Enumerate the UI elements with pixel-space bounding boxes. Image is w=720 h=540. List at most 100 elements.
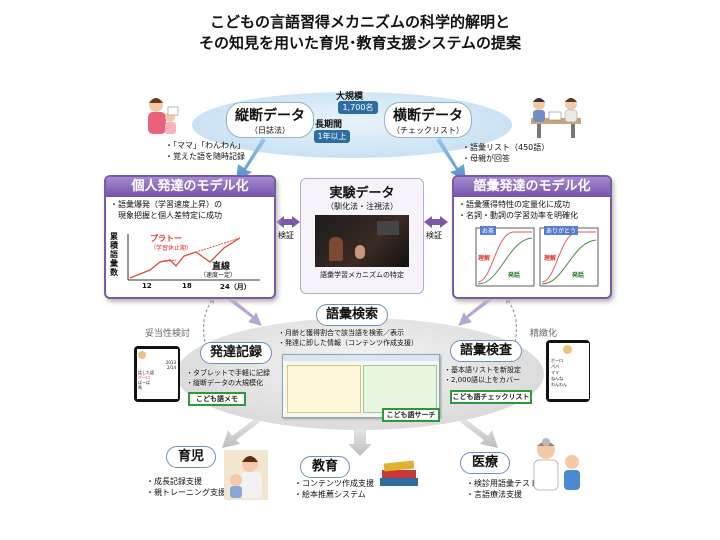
books-illustration <box>380 460 418 486</box>
childcare-tag: 育児 <box>166 446 216 468</box>
experiment-photo <box>315 215 409 267</box>
record-notes: ・タブレットで手軽に記録 ・縦断データの大規模化 <box>186 368 270 388</box>
medical-notes: ・検診用語彙テスト ・言語療法支援 <box>466 478 538 500</box>
left-note-1: ・「ママ」「わんわん」 <box>165 141 245 150</box>
panel-left-note-2: 現象把握と個人差特定に成功 <box>110 211 222 220</box>
kodomo-search-label: こども語サーチ <box>382 408 440 422</box>
tablet-left: 2013 2/14 話した語 ボーロ ばーば 馬 <box>134 346 180 402</box>
parents-checklist-illustration <box>531 98 581 138</box>
childcare-notes: ・成長記録支援 ・親トレーニング支援 <box>146 476 226 498</box>
tablet-right-l2: パパ <box>551 364 559 369</box>
right-note-2: ・母親が回答 <box>462 154 510 163</box>
arrow-to-left-panel <box>236 138 266 182</box>
longterm-value: 1年以上 <box>314 130 350 143</box>
validity-label: 妥当性検討 <box>145 329 191 339</box>
linear-label: 直線 <box>212 262 231 272</box>
arrow-right-down <box>458 298 492 326</box>
curve-ocha-comp <box>477 231 532 283</box>
xtick-18: 18 <box>182 282 192 290</box>
panel-experiment: 実験データ （馴化法・注視法） 語彙学習メカニズムの特定 <box>300 178 424 294</box>
record-note-1: ・タブレットで手軽に記録 <box>186 369 270 377</box>
tablet-right-l5: わんわん <box>551 382 567 387</box>
refine-label: 精緻化 <box>530 329 558 339</box>
verify-right-arrow <box>424 216 448 228</box>
individual-curve <box>129 237 241 279</box>
arrow-to-right-panel <box>436 138 466 182</box>
vocab-test-tag: 語彙検査 <box>450 340 522 362</box>
chart2-comp: 理解 <box>544 255 557 262</box>
medical-note-2: ・言語療法支援 <box>466 490 522 499</box>
medical-note-1: ・検診用語彙テスト <box>466 479 538 488</box>
panel-left-title: 個人発達のモデル化 <box>106 177 274 197</box>
plateau-sub: （学習休止期） <box>150 245 193 252</box>
chart2-prod: 発話 <box>572 272 585 279</box>
panel-left-ylabel: 累積語彙数 <box>110 232 118 277</box>
longitudinal-sub: （日誌法） <box>250 126 290 135</box>
tablet-left-screen: 2013 2/14 話した語 ボーロ ばーば 馬 <box>137 349 178 399</box>
plateau-label: プラトー <box>150 234 182 243</box>
panel-right-notes: ・語彙獲得特性の定量化に成功 ・名詞・動詞の学習効率を明確化 <box>454 197 610 223</box>
chart1-prod: 発話 <box>508 272 521 279</box>
education-note-1: ・コンテンツ作成支援 <box>294 479 374 488</box>
check-note-2: ・2,000語以上をカバー <box>444 376 521 384</box>
search-note-1: ・月齢と獲得割合で該当語を検索／表示 <box>278 329 404 337</box>
search-app-screenshot <box>282 354 440 418</box>
arrow-to-medical <box>460 418 498 448</box>
vocab-search-tag: 語彙検索 <box>316 304 388 326</box>
panel-center-caption: 語彙学習メカニズムの特定 <box>320 271 404 279</box>
panel-right-note-2: ・名詞・動詞の学習効率を明確化 <box>458 211 578 220</box>
right-notes: ・語彙リスト（450語） ・母親が回答 <box>462 142 549 164</box>
tablet-right-l3: ママ <box>551 370 559 375</box>
chart2-label: ありがとう <box>544 226 579 235</box>
chart1-label: お茶 <box>480 226 497 235</box>
right-note-1: ・語彙リスト（450語） <box>462 143 550 152</box>
title-line-2: その知見を用いた育児･教育支援システムの提案 <box>198 34 522 52</box>
tablet-left-l4: ボーロ <box>138 375 150 380</box>
panel-center-title: 実験データ <box>329 186 395 201</box>
cross-sectional-title: 横断データ <box>393 108 463 124</box>
individual-growth-chart <box>127 234 260 281</box>
scale-label: 大規模 <box>336 92 364 102</box>
verify-left-arrow <box>276 216 300 228</box>
tablet-right-screen: ボーロ パパ ママ ねんね わんわん <box>549 343 589 399</box>
vocabulary-curves-chart <box>475 227 599 287</box>
mother-baby-illustration <box>148 98 179 134</box>
tablet-right-l1: ボーロ <box>551 358 563 363</box>
scale-value: 1,700名 <box>338 101 378 114</box>
tablet-right-l4: ねんね <box>551 376 563 381</box>
xtick-24: 24（月） <box>220 283 251 291</box>
check-note-1: ・基本語リストを新設定 <box>444 366 521 374</box>
panel-left-note-1: ・語彙爆発（学習速度上昇）の <box>110 200 222 209</box>
panel-left-notes: ・語彙爆発（学習速度上昇）の 現象把握と個人差特定に成功 <box>106 197 274 223</box>
verify-left-label: 検証 <box>278 231 294 240</box>
cross-sectional-data-box: 横断データ （チェックリスト） <box>384 102 472 138</box>
mother-child-illustration <box>224 450 268 500</box>
chart1-comp: 理解 <box>478 255 491 262</box>
childcare-note-2: ・親トレーニング支援 <box>146 488 226 497</box>
tablet-left-l5: ばーば <box>138 380 150 385</box>
kodomo-memo-label: こども語メモ <box>188 392 246 406</box>
tablet-left-l1: 2013 <box>165 360 176 365</box>
tablet-left-l3: 話した語 <box>138 370 154 375</box>
curve-arigato-prod <box>541 239 597 285</box>
childcare-note-1: ・成長記録支援 <box>146 477 202 486</box>
tablet-right: ボーロ パパ ママ ねんね わんわん <box>546 340 590 402</box>
tablet-left-l2: 2/14 <box>167 365 176 370</box>
arrow-left-down <box>228 298 262 326</box>
panel-right-title: 語彙発達のモデル化 <box>454 177 610 197</box>
dev-record-tag: 発達記録 <box>200 342 272 364</box>
record-note-2: ・縦断データの大規模化 <box>186 379 263 387</box>
title-line-1: こどもの言語習得メカニズムの科学的解明と <box>209 13 510 31</box>
check-notes: ・基本語リストを新設定 ・2,000語以上をカバー <box>444 365 521 385</box>
verify-right-label: 検証 <box>426 231 442 240</box>
education-note-2: ・絵本推薦システム <box>294 490 366 499</box>
arrow-to-childcare <box>222 418 260 448</box>
search-note-2: ・発達に即した情報（コンテンツ作成支援） <box>278 339 418 347</box>
xtick-12: 12 <box>142 282 152 290</box>
longitudinal-title: 縦断データ <box>235 108 305 124</box>
search-notes: ・月齢と獲得割合で該当語を検索／表示 ・発達に即した情報（コンテンツ作成支援） <box>278 328 418 348</box>
longterm-label: 長期間 <box>315 120 343 130</box>
panel-individual-model: 個人発達のモデル化 ・語彙爆発（学習速度上昇）の 現象把握と個人差特定に成功 <box>104 175 276 299</box>
education-tag: 教育 <box>300 456 350 478</box>
